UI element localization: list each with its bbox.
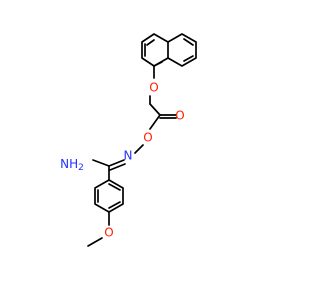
molecule-canvas: O O O N NH2 O — [60, 33, 197, 247]
amine-label-main: NH — [60, 157, 78, 171]
amine-label: NH2 — [60, 157, 84, 173]
naphthalene-right-double-1 — [183, 38, 194, 46]
oxime-oxygen: O — [143, 131, 152, 145]
oxygen-to-nitrogen-bond — [134, 144, 144, 154]
ether-oxygen-bottom: O — [104, 226, 113, 240]
carbonyl-to-oxime-oxygen-bond — [149, 114, 161, 130]
carbonyl-oxygen: O — [175, 109, 184, 123]
ch2-to-carbonyl-bond — [149, 103, 161, 116]
amine-label-subscript: 2 — [78, 163, 84, 173]
amidine-cn-bond-2 — [109, 163, 126, 171]
naphthalene-left-double-1 — [146, 39, 155, 46]
naphthalene-left-double-2 — [153, 61, 163, 67]
imine-nitrogen: N — [124, 149, 133, 163]
naphthalene-right-double-2 — [183, 55, 194, 62]
naphthalene-right-ring — [167, 33, 197, 67]
amidine-cnh2-bond — [92, 159, 110, 167]
methoxy-methyl-bond — [87, 237, 103, 247]
molecule-structure: O O O N NH2 O — [60, 33, 197, 247]
benzene-double-3 — [108, 201, 121, 209]
amidine-cn-bond-1 — [108, 159, 125, 167]
naphthalene-left-ring — [141, 33, 169, 67]
ether-oxygen-top: O — [149, 81, 158, 95]
benzene-double-2 — [108, 183, 121, 191]
